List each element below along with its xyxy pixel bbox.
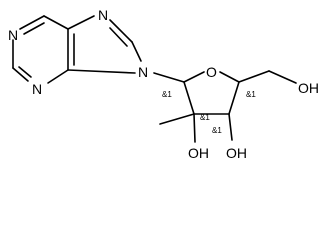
bond-c3prime-oh <box>228 113 233 141</box>
bond-c1prime-o4prime <box>183 71 205 83</box>
molecule-structure: N N N N O OH OH OH &1 &1 &1 &1 <box>8 7 319 161</box>
bond-c8-n9 <box>131 41 142 62</box>
bond-c2-n3-double <box>18 66 32 78</box>
bond-n9-c1prime <box>153 72 185 83</box>
atom-o-ring: O <box>206 64 217 80</box>
bond-o4prime-c4prime <box>219 71 240 83</box>
bond-c3prime-c4prime <box>228 81 240 115</box>
bond-c5-n7 <box>67 15 95 30</box>
atom-oh-c2: OH <box>188 145 209 161</box>
bond-c6-n1-double <box>23 22 45 35</box>
bond-n9-c4 <box>67 69 136 74</box>
atom-n-pyrimidine-top: N <box>8 27 18 43</box>
atom-labels: N N N N O OH OH OH <box>8 7 319 161</box>
bond-c1prime-c2prime <box>183 81 195 115</box>
pyrimidine-ring-bonds <box>12 15 75 84</box>
bond-c2-n3 <box>12 67 29 82</box>
atom-oh-hydroxymethyl: OH <box>298 80 319 96</box>
bond-c5prime-o5prime <box>268 70 297 84</box>
bond-c5-c6 <box>43 15 69 30</box>
bond-c2prime-methyl <box>159 113 195 125</box>
stereo-label-c1: &1 <box>162 90 172 99</box>
atom-n-imidazole-top: N <box>98 7 108 23</box>
stereo-label-c4: &1 <box>246 90 256 99</box>
stereo-label-c2: &1 <box>200 113 210 122</box>
bond-c2prime-oh <box>193 113 196 143</box>
bond-n7-c8-double <box>109 27 128 47</box>
atom-n-pyrimidine-bottom: N <box>32 81 42 97</box>
atom-oh-c3: OH <box>226 145 247 161</box>
bond-n3-c4 <box>47 69 69 84</box>
bond-c4prime-c5prime <box>238 70 270 83</box>
bond-n7-c8 <box>109 19 133 43</box>
atom-n-glycosidic: N <box>138 64 148 80</box>
stereo-label-c3: &1 <box>212 126 222 135</box>
bond-c6-n1 <box>19 15 45 30</box>
stereo-labels: &1 &1 &1 &1 <box>162 90 256 135</box>
imidazole-ring-bonds <box>67 15 142 74</box>
ribose-ring-bonds <box>153 70 297 143</box>
